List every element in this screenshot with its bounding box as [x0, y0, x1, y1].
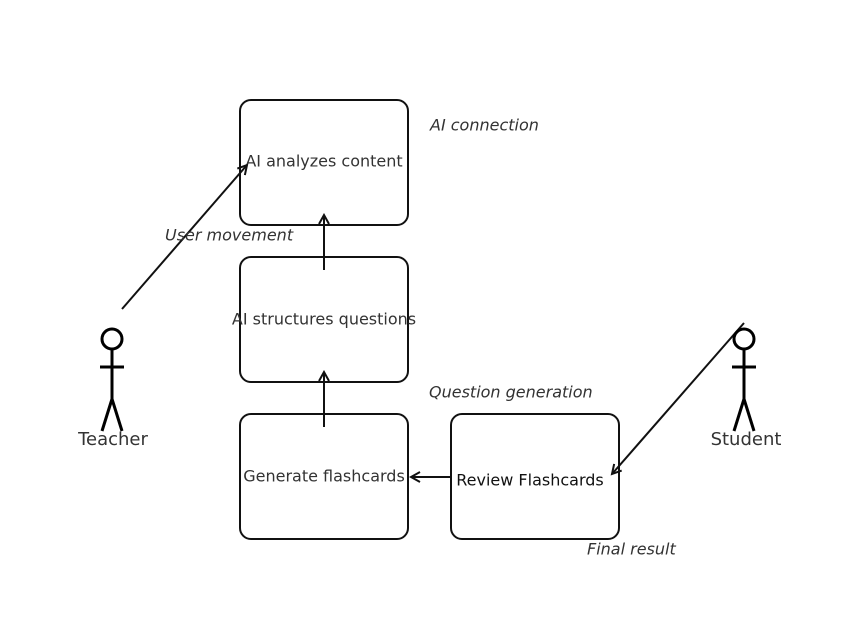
note-ai-connection: AI connection — [429, 116, 539, 135]
arrow-teacher-to-analyzes — [121, 165, 247, 310]
arrow-student-to-review — [612, 322, 745, 474]
box-label-generate: Generate flashcards — [243, 467, 405, 486]
student-actor-icon — [732, 327, 756, 432]
box-label-ai-structures: AI structures questions — [232, 310, 416, 329]
box-ai-structures-questions: AI structures questions — [232, 256, 416, 383]
teacher-actor-icon — [100, 327, 124, 432]
note-final-result: Final result — [587, 540, 676, 559]
box-generate-flashcards: Generate flashcards — [239, 413, 409, 540]
teacher-label: Teacher — [77, 429, 148, 450]
box-label-review: Review Flashcards — [456, 471, 604, 490]
note-user-movement: User movement — [165, 226, 294, 245]
note-question-generation: Question generation — [429, 383, 593, 402]
box-review-flashcards: Review Flashcards — [450, 413, 620, 540]
box-ai-analyzes-content: AI analyzes content — [239, 99, 409, 226]
box-label-ai-analyzes: AI analyzes content — [245, 152, 402, 171]
student-label: Student — [711, 429, 782, 450]
